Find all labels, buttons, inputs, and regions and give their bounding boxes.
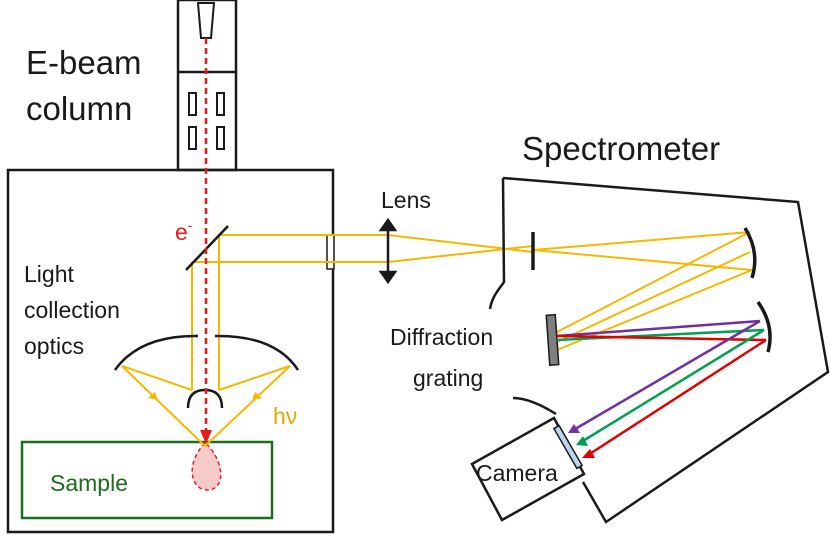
sample-box [20, 440, 274, 520]
light-arrowheads [148, 392, 262, 400]
spectrometer-label: Spectrometer [522, 130, 720, 167]
chamber-window [326, 234, 335, 270]
electron-label: e- [175, 217, 193, 245]
diffraction-label-line2: grating [413, 365, 483, 391]
spectrometer-mirrors [743, 227, 772, 353]
electron-beam [200, 38, 212, 444]
light-collection-line1: Light [24, 261, 74, 287]
spectrometer-housing [488, 176, 830, 524]
lens-label: Lens [381, 187, 431, 213]
light-collection-line3: optics [24, 333, 84, 359]
dispersed-arrowheads [568, 424, 595, 458]
photon-label: hν [273, 403, 297, 429]
camera [470, 416, 586, 522]
light-rays [121, 231, 753, 447]
ebeam-label-line2: column [26, 90, 132, 127]
dispersed-rays [556, 319, 767, 459]
interaction-volume [191, 441, 222, 491]
sample-label: Sample [50, 470, 128, 496]
camera-label: Camera [476, 460, 558, 486]
ebeam-label-line1: E-beam [26, 44, 142, 81]
diffraction-label-line1: Diffraction [390, 324, 493, 350]
ebeam-column [176, 0, 238, 172]
light-collection-line2: collection [24, 297, 120, 323]
sample-chamber [6, 168, 335, 534]
diffraction-grating [545, 313, 560, 367]
lens [378, 217, 398, 285]
